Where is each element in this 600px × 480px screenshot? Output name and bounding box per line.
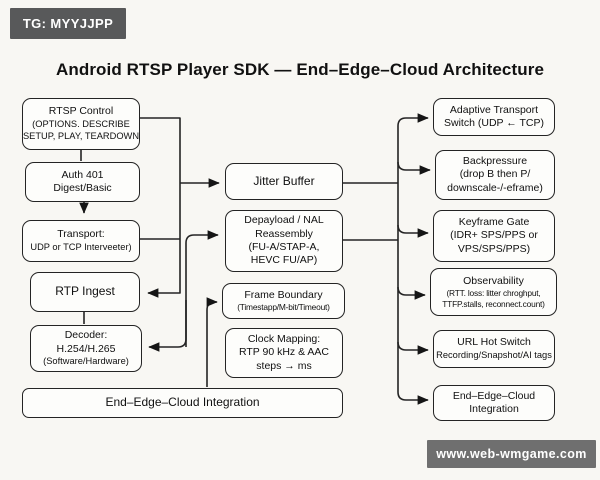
node-keyframe-gate: Keyframe Gate (IDR+ SPS/PPS or VPS/SPS/P… bbox=[433, 210, 555, 262]
node-line: RTSP Control bbox=[48, 105, 114, 118]
node-line: (RTT. loss: litter chroghput, bbox=[446, 287, 541, 298]
node-line: (FU-A/STAP-A, bbox=[248, 241, 320, 253]
node-line: RTP Ingest bbox=[55, 284, 115, 299]
node-depayload: Depayload / NAL Reassembly (FU-A/STAP-A,… bbox=[225, 210, 343, 272]
node-url-hot-switch: URL Hot Switch Recording/Snapshot/AI tag… bbox=[433, 330, 555, 368]
watermark-badge: www.web-wmgame.com bbox=[427, 440, 596, 468]
node-line: End–Edge–Cloud Integration bbox=[105, 395, 260, 410]
node-line: UDP or TCP Interveeter) bbox=[30, 241, 132, 252]
node-line: VPS/SPS/PPS) bbox=[457, 242, 531, 255]
node-line: Observability bbox=[463, 274, 524, 287]
node-frame-boundary: Frame Boundary (Timestapp/M-bit/Timeout) bbox=[222, 283, 345, 319]
node-clock-mapping: Clock Mapping: RTP 90 kHz & AAC steps → … bbox=[225, 328, 343, 378]
node-backpressure: Backpressure (drop B then P/ downscale-/… bbox=[435, 150, 555, 200]
node-line: Integration bbox=[469, 403, 519, 415]
node-line: HEVC FU/AP) bbox=[250, 254, 318, 267]
node-auth-401: Auth 401 Digest/Basic bbox=[25, 162, 140, 202]
node-line: downscale-/-eframe) bbox=[447, 181, 543, 194]
node-line: Decoder: bbox=[64, 329, 108, 342]
node-integration-wide: End–Edge–Cloud Integration bbox=[22, 388, 343, 418]
node-rtp-ingest: RTP Ingest bbox=[30, 272, 140, 312]
link-to-observability bbox=[397, 286, 426, 300]
node-adaptive-transport-switch: Adaptive Transport Switch (UDP ← TCP) bbox=[433, 98, 555, 136]
link-to-adaptive bbox=[397, 113, 429, 392]
node-line: SETUP, PLAY, TEARDOWN bbox=[22, 130, 140, 141]
node-line: Switch (UDP ← TCP) bbox=[444, 117, 544, 129]
node-line: H.254/H.265 bbox=[56, 342, 116, 355]
node-line: (Timestapp/M-bit/Timeout) bbox=[237, 302, 330, 313]
node-line: Auth 401 bbox=[61, 168, 104, 181]
link-to-decoder bbox=[148, 300, 187, 352]
node-line: Keyframe Gate bbox=[458, 215, 530, 228]
tg-badge: TG: MYYJJPP bbox=[10, 8, 126, 39]
node-line: Transport: bbox=[57, 228, 105, 241]
node-line: End–Edge–Cloud bbox=[452, 389, 536, 402]
link-to-depayload bbox=[185, 230, 219, 347]
node-line: URL Hot Switch bbox=[457, 336, 531, 349]
page-title: Android RTSP Player SDK — End–Edge–Cloud… bbox=[56, 60, 544, 79]
node-line: Recording/Snapshot/AI tags bbox=[436, 349, 552, 360]
node-observability: Observability (RTT. loss: litter chroghp… bbox=[430, 268, 557, 316]
node-line: Clock Mapping: bbox=[247, 332, 321, 345]
link-to-backpressure bbox=[397, 161, 431, 175]
node-integration-right: End–Edge–Cloud Integration bbox=[433, 385, 555, 421]
link-trunk-a bbox=[140, 117, 181, 298]
node-line: (OPTIONS. DESCRIBE bbox=[32, 118, 130, 129]
link-to-url-switch bbox=[397, 341, 429, 355]
node-transport: Transport: UDP or TCP Interveeter) bbox=[22, 220, 140, 262]
link-to-keyframe bbox=[397, 224, 429, 238]
node-line: Digest/Basic bbox=[53, 182, 112, 194]
node-line: Backpressure bbox=[462, 154, 528, 167]
node-rtsp-control: RTSP Control (OPTIONS. DESCRIBE SETUP, P… bbox=[22, 98, 140, 150]
node-jitter-buffer: Jitter Buffer bbox=[225, 163, 343, 200]
node-line: (IDR+ SPS/PPS or bbox=[450, 229, 538, 242]
node-line: Depayload / NAL bbox=[244, 214, 324, 227]
node-line: TTFP.stalls, reconnect.count) bbox=[442, 298, 545, 309]
node-line: steps → ms bbox=[256, 359, 312, 372]
link-to-integration-right bbox=[397, 391, 429, 405]
node-line: Jitter Buffer bbox=[253, 173, 315, 188]
node-line: Adaptive Transport bbox=[449, 103, 539, 116]
link-to-frame-boundary bbox=[206, 297, 218, 387]
node-line: (Software/Hardware) bbox=[43, 355, 129, 366]
node-line: Frame Boundary bbox=[244, 288, 323, 301]
node-line: Reassembly bbox=[255, 227, 313, 240]
node-line: (drop B then P/ bbox=[459, 168, 531, 181]
node-decoder: Decoder: H.254/H.265 (Software/Hardware) bbox=[30, 325, 142, 372]
node-line: RTP 90 kHz & AAC bbox=[238, 346, 330, 359]
